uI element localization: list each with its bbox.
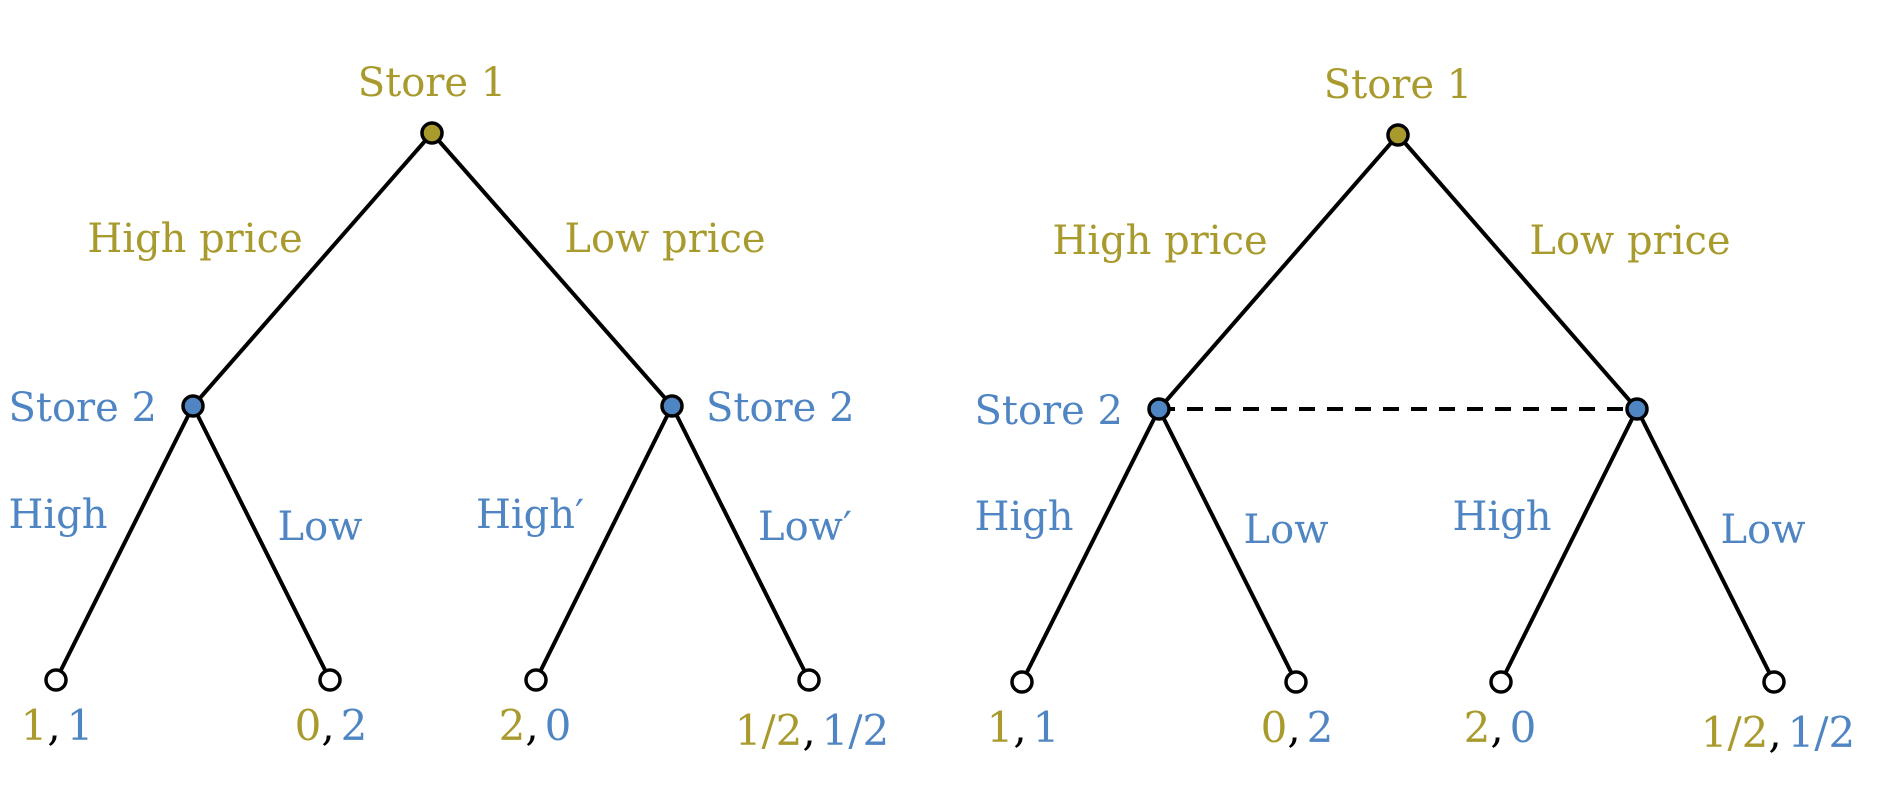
terminal-node-4 (1762, 670, 1786, 694)
store2-label-left: Store 2 (974, 388, 1123, 434)
payoff-4-separator: , (1768, 708, 1781, 757)
terminal-node-1 (44, 668, 68, 692)
move-label-low-right: Low (1721, 507, 1806, 553)
action-label-high-price: High price (1052, 218, 1267, 264)
payoff-3-separator: , (525, 701, 538, 750)
payoff-4-store1: 1/2 (735, 706, 803, 755)
payoff-1-store2: 1 (67, 701, 94, 750)
move-label-low-prime: Low′ (758, 504, 852, 550)
move-label-low-left: Low (278, 504, 363, 550)
payoff-3-store1: 2 (1464, 703, 1491, 752)
move-label-high-left: High (8, 492, 107, 538)
action-label-low-price: Low price (564, 216, 765, 262)
payoff-2-store1: 0 (295, 701, 322, 750)
payoff-1: 1,1 (987, 703, 1060, 752)
move-label-high-right: High (1452, 494, 1551, 540)
edge-right-to-leaf4 (670, 405, 811, 681)
edge-root-to-left (1157, 133, 1400, 411)
edge-left-to-leaf1 (1020, 408, 1161, 683)
store2-node-left (1147, 397, 1171, 421)
edge-root-to-right (430, 131, 674, 408)
store2-label-right: Store 2 (706, 385, 855, 431)
root-node (420, 121, 444, 145)
payoff-2-separator: , (321, 701, 334, 750)
payoff-4-store2: 1/2 (1788, 708, 1856, 757)
tree-right: Store 1 High price Low price Store 2 Hig… (974, 62, 1855, 757)
payoff-2: 0,2 (295, 701, 368, 750)
payoff-4-separator: , (802, 706, 815, 755)
payoff-4: 1/2,1/2 (735, 706, 890, 755)
payoff-2-separator: , (1287, 703, 1300, 752)
terminal-node-2 (1284, 670, 1308, 694)
terminal-node-2 (318, 668, 342, 692)
payoff-2-store1: 0 (1261, 703, 1288, 752)
payoff-3: 2,0 (1464, 703, 1537, 752)
payoff-3-store2: 0 (1510, 703, 1537, 752)
store2-node-right (660, 394, 684, 418)
payoff-1-separator: , (47, 701, 60, 750)
terminal-node-3 (524, 668, 548, 692)
payoff-2: 0,2 (1261, 703, 1334, 752)
payoff-4: 1/2,1/2 (1701, 708, 1856, 757)
store2-label-left: Store 2 (8, 385, 157, 431)
payoff-4-store1: 1/2 (1701, 708, 1769, 757)
edge-root-to-right (1396, 133, 1639, 411)
payoff-1-store2: 1 (1033, 703, 1060, 752)
payoff-1-store1: 1 (21, 701, 48, 750)
payoff-1-store1: 1 (987, 703, 1014, 752)
move-label-low-left: Low (1244, 507, 1329, 553)
payoff-1: 1,1 (21, 701, 94, 750)
edge-right-to-leaf3 (1499, 408, 1639, 683)
tree-left: Store 1 High price Low price Store 2 Sto… (8, 60, 889, 755)
payoff-3-store1: 2 (499, 701, 526, 750)
action-label-low-price: Low price (1529, 218, 1730, 264)
terminal-node-3 (1489, 670, 1513, 694)
move-label-high-left: High (974, 494, 1073, 540)
edge-left-to-leaf2 (191, 405, 332, 681)
move-label-high-prime: High′ (476, 492, 584, 538)
root-node (1386, 123, 1410, 147)
payoff-2-store2: 2 (341, 701, 368, 750)
payoff-4-store2: 1/2 (822, 706, 890, 755)
action-label-high-price: High price (87, 216, 302, 262)
edge-left-to-leaf1 (54, 405, 195, 681)
terminal-node-1 (1010, 670, 1034, 694)
payoff-3: 2,0 (499, 701, 572, 750)
edge-right-to-leaf3 (534, 405, 674, 681)
payoff-3-store2: 0 (545, 701, 572, 750)
edge-left-to-leaf2 (1157, 408, 1298, 683)
payoff-3-separator: , (1490, 703, 1503, 752)
store2-node-left (181, 394, 205, 418)
payoff-2-store2: 2 (1307, 703, 1334, 752)
edge-root-to-left (191, 131, 434, 408)
edge-right-to-leaf4 (1635, 408, 1776, 683)
payoff-1-separator: , (1013, 703, 1026, 752)
terminal-node-4 (797, 668, 821, 692)
store2-node-right (1625, 397, 1649, 421)
root-player-label: Store 1 (358, 60, 507, 106)
root-player-label: Store 1 (1324, 62, 1473, 108)
